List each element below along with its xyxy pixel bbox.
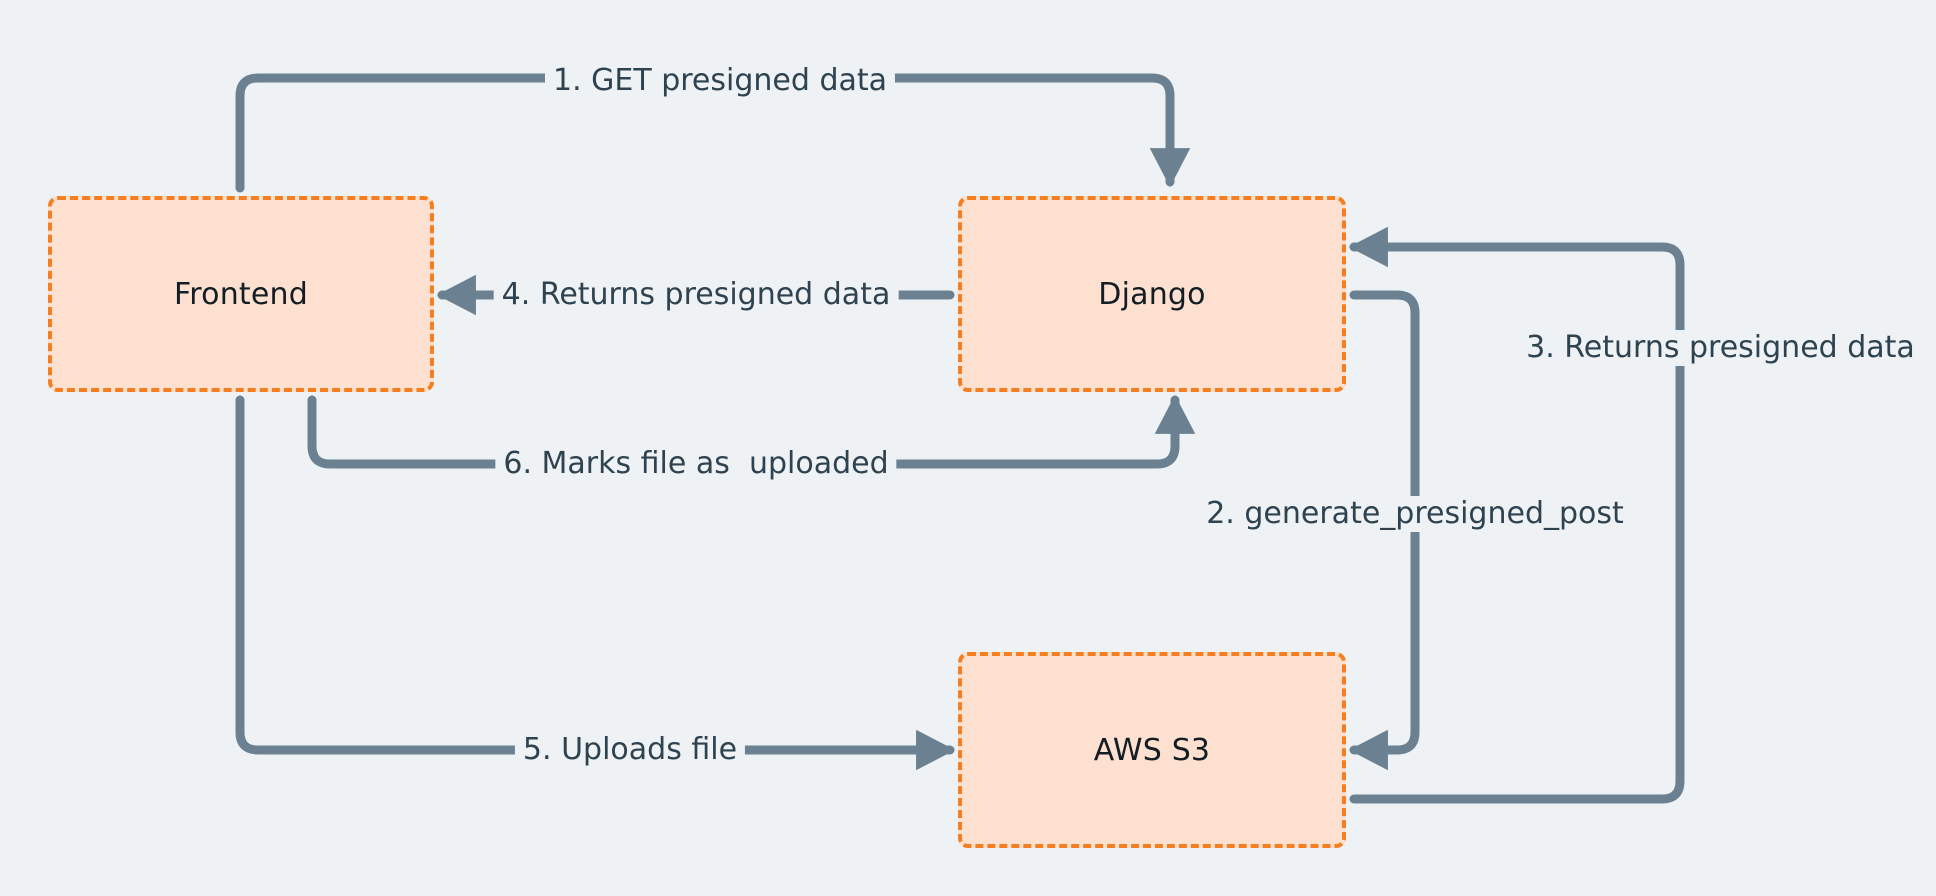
node-aws-s3-label: AWS S3 — [1093, 732, 1211, 768]
node-django-label: Django — [1098, 276, 1206, 312]
edge-5-path — [235, 395, 956, 771]
node-frontend[interactable]: Frontend — [48, 196, 434, 392]
node-aws-s3[interactable]: AWS S3 — [958, 652, 1346, 848]
edge-label-3: 3. Returns presigned data — [1518, 330, 1923, 366]
node-django[interactable]: Django — [958, 196, 1346, 392]
edge-label-1: 1. GET presigned data — [544, 63, 896, 99]
edge-label-2: 2. generate_presigned_post — [1198, 496, 1632, 532]
edge-label-5: 5. Uploads file — [514, 732, 746, 768]
edge-label-6: 6. Marks file as uploaded — [495, 446, 897, 482]
edge-3-path — [1348, 226, 1685, 804]
node-frontend-label: Frontend — [174, 276, 308, 312]
edge-label-4: 4. Returns presigned data — [493, 277, 899, 313]
